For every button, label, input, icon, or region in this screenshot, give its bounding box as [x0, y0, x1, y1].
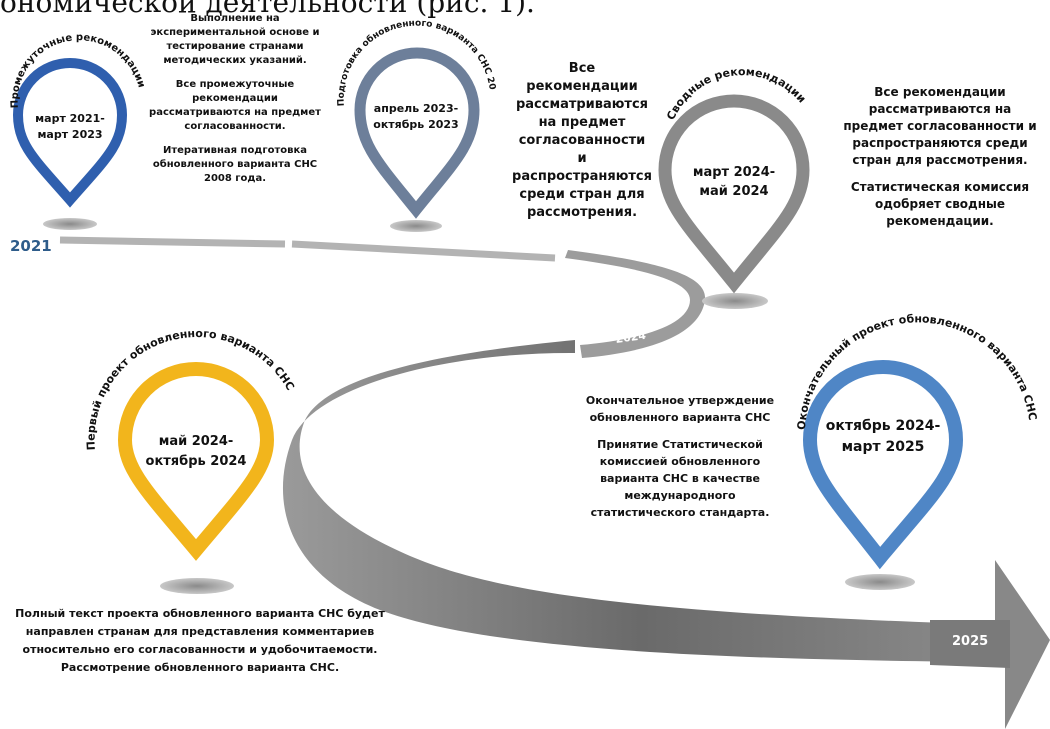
- note-pin-4: Полный текст проекта обновленного вариан…: [5, 605, 395, 687]
- note-pin-1: Выполнение на экспериментальной основе и…: [140, 12, 330, 196]
- year-2025-label: 2025: [952, 634, 988, 649]
- pin-5-date-1: октябрь 2024-: [826, 418, 941, 434]
- pin-shadow-5: [845, 574, 915, 590]
- pin-shadow-2: [390, 220, 442, 232]
- pin-4-date-1: май 2024-: [159, 434, 234, 449]
- note-1-para-1: Выполнение на экспериментальной основе и…: [150, 13, 320, 66]
- timeline-line-top: [59, 236, 286, 248]
- timeline-road-upper: [565, 250, 706, 358]
- pin-1-date-1: март 2021-: [35, 112, 105, 125]
- pin-4-marker: май 2024- октябрь 2024 Первый проект обн…: [84, 327, 297, 561]
- pin-shadow-4: [160, 578, 234, 594]
- pin-1-date-2: март 2023: [37, 128, 102, 141]
- timeline-road-middle: [282, 340, 1001, 662]
- timeline-line-top-2: [291, 240, 556, 262]
- note-pin-3: Все рекомендации рассматриваются на пред…: [840, 84, 1040, 240]
- pin-3-date-2: май 2024: [699, 184, 768, 199]
- year-2021-label: 2021: [10, 237, 52, 255]
- svg-text:Промежуточные рекомендации: Промежуточные рекомендации: [10, 32, 147, 108]
- note-4-para-1: Полный текст проекта обновленного вариан…: [15, 607, 385, 674]
- pin-5-date-2: март 2025: [842, 439, 925, 455]
- pin-2-date-1: апрель 2023-: [374, 102, 458, 115]
- note-pin-2: Все рекомендации рассматриваются на пред…: [512, 60, 652, 232]
- note-pin-5: Окончательное утверждение обновленного в…: [580, 392, 780, 531]
- note-5-para-1: Окончательное утверждение обновленного в…: [585, 394, 775, 424]
- pin-1-arc-label: Промежуточные рекомендации: [10, 32, 147, 108]
- note-5-para-2: Принятие Статистической комиссией обновл…: [590, 438, 770, 519]
- note-1-para-3: Итеративная подготовка обновленного вари…: [152, 145, 318, 184]
- pin-shadow-1: [43, 218, 97, 230]
- note-2-para-1: Все рекомендации рассматриваются на пред…: [512, 61, 652, 220]
- pin-3-marker: март 2024- май 2024 Сводные рекомендации: [658, 65, 810, 294]
- note-3-para-2: Статистическая комиссия одобряет сводные…: [850, 180, 1030, 228]
- timeline-arrow-head: [995, 560, 1050, 729]
- page-heading-fragment: ономической деятельности (рис. 1).: [0, 0, 535, 19]
- pin-1-marker: март 2021- март 2023 Промежуточные реком…: [10, 32, 147, 208]
- timeline-arrow-body: [930, 620, 1010, 668]
- pin-3-date-1: март 2024-: [693, 165, 775, 180]
- pin-5-marker: октябрь 2024- март 2025 Окончательный пр…: [795, 312, 1039, 570]
- pin-shadow-3: [702, 293, 768, 309]
- note-1-para-2: Все промежуточные рекомендации рассматри…: [149, 79, 321, 132]
- pin-2-date-2: октябрь 2023: [373, 118, 458, 131]
- year-2024-label: 2024: [615, 329, 647, 346]
- note-3-para-1: Все рекомендации рассматриваются на пред…: [843, 85, 1037, 167]
- pin-4-date-2: октябрь 2024: [146, 454, 247, 469]
